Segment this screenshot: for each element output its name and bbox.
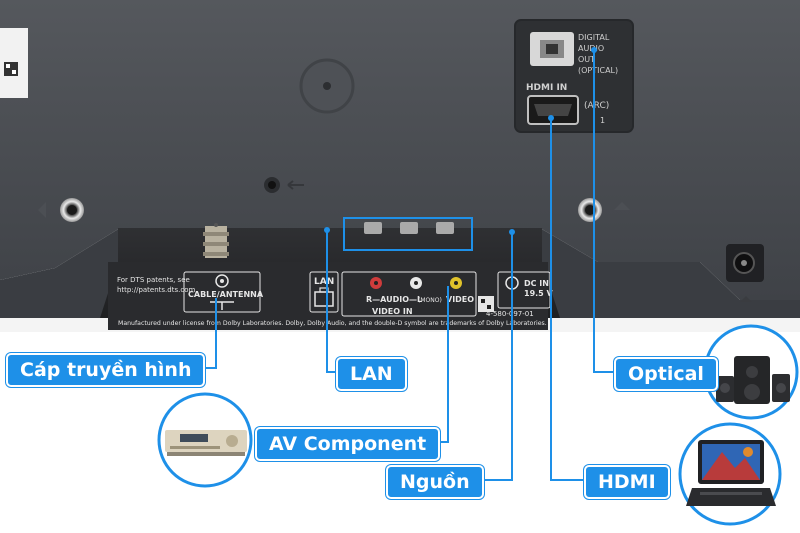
- screw-icon: [578, 198, 602, 222]
- arc-text: (ARC): [584, 101, 609, 111]
- speaker-system-thumbnail: [703, 324, 799, 420]
- power-label: Nguồn: [386, 465, 484, 499]
- serial-text: 4-580-097-01: [486, 310, 534, 318]
- antenna-icon: [215, 274, 229, 288]
- hdmi-in-text: HDMI IN: [526, 83, 567, 93]
- qr-code: [478, 296, 494, 312]
- cable-antenna-text: CABLE/ANTENNA: [188, 290, 264, 299]
- audio-panel-text: R—AUDIO—L: [366, 295, 422, 304]
- lan-panel-text: LAN: [314, 277, 334, 287]
- hdmi-number: 1: [600, 116, 605, 125]
- audio-video-jack-icons: [370, 277, 462, 289]
- dts-text-1: For DTS patents, see: [117, 276, 190, 284]
- voltage-text: 19.5 V: [524, 289, 554, 298]
- out-text: OUT: [578, 55, 595, 64]
- cable-tv-label: Cáp truyền hình: [6, 353, 206, 387]
- dts-text-2: http://patents.dts.com.: [117, 286, 198, 294]
- portable-player-thumbnail: [678, 422, 782, 526]
- hdmi-label: HDMI: [584, 465, 670, 499]
- coax-connector: [203, 223, 229, 258]
- lan-label: LAN: [336, 357, 407, 391]
- video-panel-text: VIDEO: [446, 295, 474, 304]
- av-jacks: [364, 222, 454, 234]
- screw-icon: [264, 177, 304, 193]
- optical-text: (OPTICAL): [578, 66, 618, 75]
- av-component-label: AV Component: [255, 427, 441, 461]
- optical-hdmi-bay: DIGITAL AUDIO OUT (OPTICAL) HDMI IN (ARC…: [514, 19, 634, 133]
- digital-text: DIGITAL: [578, 33, 610, 42]
- audio-text: AUDIO: [578, 44, 604, 53]
- screw-icon: [60, 198, 84, 222]
- callout-lines: [190, 50, 614, 481]
- av-receiver-thumbnail: [157, 392, 253, 488]
- video-in-text: VIDEO IN: [372, 307, 413, 316]
- power-jack: [726, 244, 764, 302]
- mono-text: (MONO): [418, 297, 442, 304]
- dc-in-text: DC IN: [524, 279, 549, 288]
- dolby-license-text: Manufactured under license from Dolby La…: [118, 320, 547, 327]
- optical-label: Optical: [614, 357, 718, 391]
